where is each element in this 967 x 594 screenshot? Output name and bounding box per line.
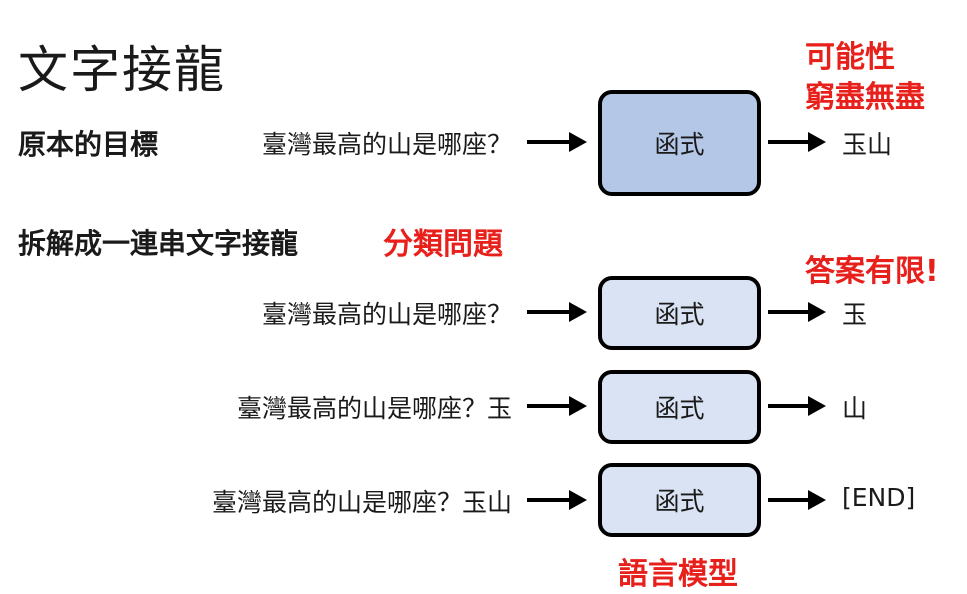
decompose-label: 拆解成一連串文字接龍 <box>18 227 299 260</box>
arrow-in-original <box>527 132 587 152</box>
arrow-in-step-3 <box>527 490 587 510</box>
possibility-note-line2: 窮盡無盡 <box>805 80 925 115</box>
step-input: 臺灣最高的山是哪座？ <box>261 300 512 329</box>
function-box-step-3: 函式 <box>598 463 761 537</box>
possibility-note-line1: 可能性 <box>805 40 895 75</box>
original-goal-label: 原本的目標 <box>18 128 159 161</box>
original-output: 玉山 <box>842 130 893 159</box>
step-output: [END] <box>842 483 916 512</box>
function-box-step-1: 函式 <box>598 276 761 350</box>
function-label: 函式 <box>654 300 705 329</box>
step-output: 玉 <box>842 300 868 329</box>
function-label: 函式 <box>654 487 705 516</box>
step-input: 臺灣最高的山是哪座？玉 <box>236 394 512 423</box>
arrow-out-step-2 <box>768 396 828 416</box>
finite-answers-note: 答案有限! <box>805 254 939 289</box>
classification-note: 分類問題 <box>383 227 503 262</box>
step-input: 臺灣最高的山是哪座？玉山 <box>211 488 512 517</box>
arrow-out-step-1 <box>768 302 828 322</box>
original-input: 臺灣最高的山是哪座？ <box>261 130 512 159</box>
arrow-in-step-2 <box>527 396 587 416</box>
page-title: 文字接龍 <box>18 41 226 99</box>
arrow-out-original <box>768 132 828 152</box>
function-label: 函式 <box>654 130 705 159</box>
function-box-step-2: 函式 <box>598 370 761 444</box>
arrow-in-step-1 <box>527 302 587 322</box>
function-box-original: 函式 <box>598 90 761 196</box>
step-output: 山 <box>842 394 868 423</box>
function-label: 函式 <box>654 394 705 423</box>
arrow-out-step-3 <box>768 490 828 510</box>
language-model-note: 語言模型 <box>618 557 738 592</box>
